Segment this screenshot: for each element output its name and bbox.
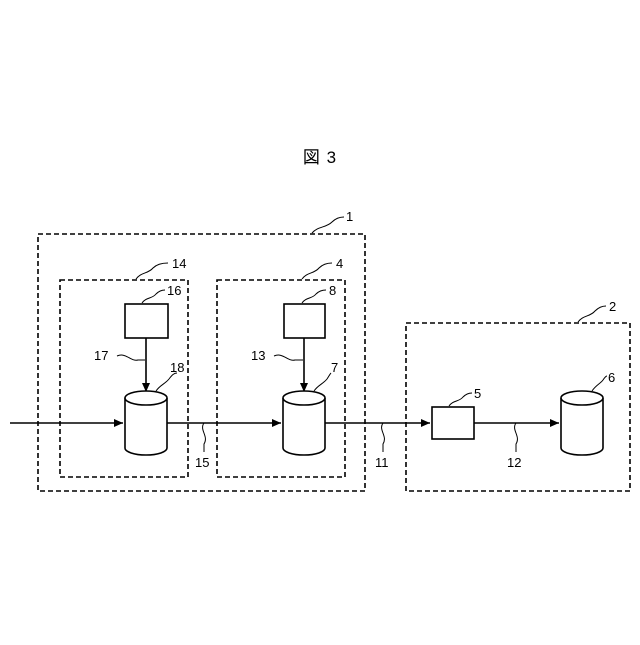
cylinder-6	[561, 391, 603, 455]
leader-4	[302, 263, 332, 279]
label-7: 7	[331, 360, 338, 375]
label-17: 17	[94, 348, 108, 363]
box-16	[125, 304, 168, 338]
label-6: 6	[608, 370, 615, 385]
cylinder-7	[283, 391, 325, 455]
leader-1	[312, 217, 344, 233]
leader-11	[382, 423, 385, 452]
label-11: 11	[375, 455, 389, 470]
leader-16	[142, 290, 165, 303]
leader-8	[302, 290, 326, 303]
leader-5	[449, 393, 472, 406]
label-5: 5	[474, 386, 481, 401]
box-8	[284, 304, 325, 338]
leader-13	[274, 355, 303, 360]
figure-title: 図 3	[303, 148, 337, 167]
label-14: 14	[172, 256, 186, 271]
label-8: 8	[329, 283, 336, 298]
label-4: 4	[336, 256, 343, 271]
box-5	[432, 407, 474, 439]
label-1: 1	[346, 209, 353, 224]
label-2: 2	[609, 299, 616, 314]
leader-18	[156, 373, 177, 391]
leader-15	[203, 423, 206, 452]
label-13: 13	[251, 348, 265, 363]
label-18: 18	[170, 360, 184, 375]
label-15: 15	[195, 455, 209, 470]
leader-2	[578, 306, 606, 322]
leader-7	[314, 373, 331, 391]
label-16: 16	[167, 283, 181, 298]
leader-12	[515, 423, 518, 452]
leader-6	[592, 376, 607, 391]
label-12: 12	[507, 455, 521, 470]
leader-17	[117, 355, 145, 360]
leader-14	[136, 263, 168, 279]
cylinder-18	[125, 391, 167, 455]
